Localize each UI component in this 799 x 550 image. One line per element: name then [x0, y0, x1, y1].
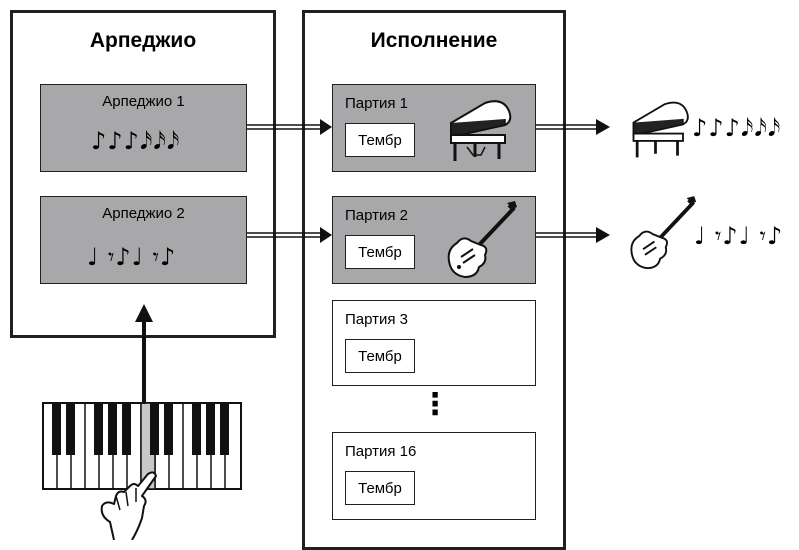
part-3-label: Партия 3: [345, 311, 409, 328]
arpeggio-2-box: Арпеджио 2 ♩ 𝄾♪♩ 𝄾♪: [40, 196, 247, 284]
output-piano-icon: [632, 101, 689, 158]
piano-icon: [450, 100, 512, 161]
keyboard-icon: [42, 402, 242, 490]
part-2-timbre: Тембр: [345, 235, 415, 269]
output-guitar-icon: [630, 196, 697, 270]
part-1-label: Партия 1: [345, 95, 409, 112]
output-2-notes: ♩ 𝄾♪♩ 𝄾♪: [694, 222, 784, 250]
arpeggio-panel-title: Арпеджио: [89, 29, 197, 52]
part-16-label: Партия 16: [345, 443, 417, 460]
arpeggio-2-notes: ♩ 𝄾♪♩ 𝄾♪: [87, 243, 177, 271]
part-1-box: Партия 1 Тембр: [332, 84, 536, 172]
performance-panel-title: Исполнение: [370, 29, 498, 52]
part-16-box: Партия 16 Тембр: [332, 432, 536, 520]
arpeggio-2-label: Арпеджио 2: [102, 205, 185, 222]
part-3-box: Партия 3 Тембр: [332, 300, 536, 386]
part-16-timbre: Тембр: [345, 471, 415, 505]
part-2-box: Партия 2 Тембр: [332, 196, 536, 284]
arpeggio-1-label: Арпеджио 1: [102, 93, 185, 110]
guitar-icon: [447, 201, 517, 279]
part-1-timbre: Тембр: [345, 123, 415, 157]
arpeggio-1-notes: ♪♪♪𝅘𝅥𝅯𝅘𝅥𝅯𝅘𝅥𝅯: [91, 127, 181, 155]
arpeggio-1-box: Арпеджио 1 ♪♪♪𝅘𝅥𝅯𝅘𝅥𝅯𝅘𝅥𝅯: [40, 84, 247, 172]
part-2-label: Партия 2: [345, 207, 409, 224]
pointing-hand-icon: [100, 471, 157, 540]
output-1-notes: ♪♪♪𝅘𝅥𝅯𝅘𝅥𝅯𝅘𝅥𝅯: [692, 114, 782, 142]
part-3-timbre: Тембр: [345, 339, 415, 373]
parts-ellipsis: ⋮: [420, 388, 450, 421]
